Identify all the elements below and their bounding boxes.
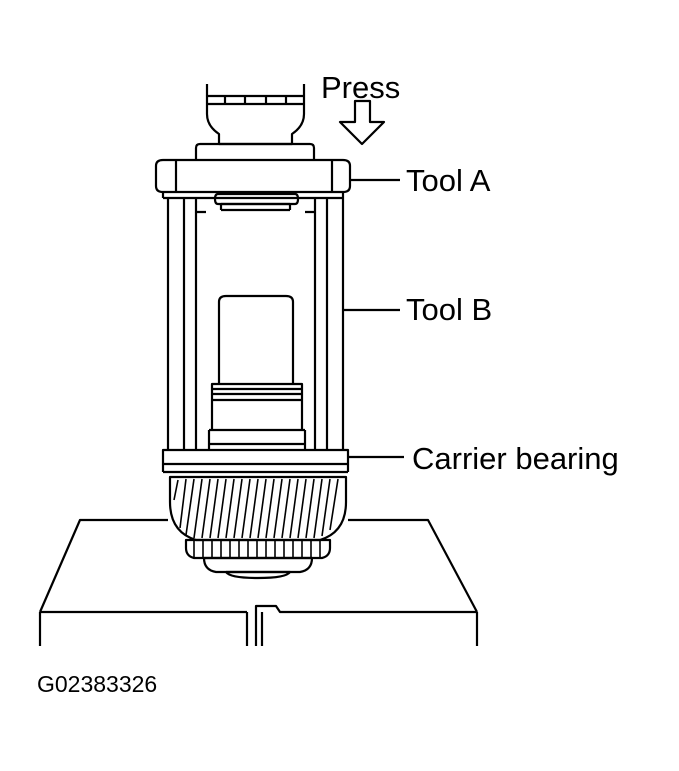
press-table bbox=[38, 518, 479, 646]
ring-gear bbox=[168, 475, 348, 580]
figure-id: G02383326 bbox=[37, 671, 157, 697]
press-arrow-icon bbox=[338, 99, 386, 146]
carrier-bearing bbox=[161, 448, 350, 474]
tool-a bbox=[154, 158, 352, 200]
carrier-bearing-label: Carrier bearing bbox=[412, 441, 619, 476]
tool-b-label: Tool B bbox=[406, 292, 492, 327]
press-label: Press bbox=[321, 70, 400, 105]
tool-b bbox=[166, 192, 345, 450]
tool-a-label: Tool A bbox=[406, 163, 491, 198]
press-ram bbox=[194, 84, 316, 160]
